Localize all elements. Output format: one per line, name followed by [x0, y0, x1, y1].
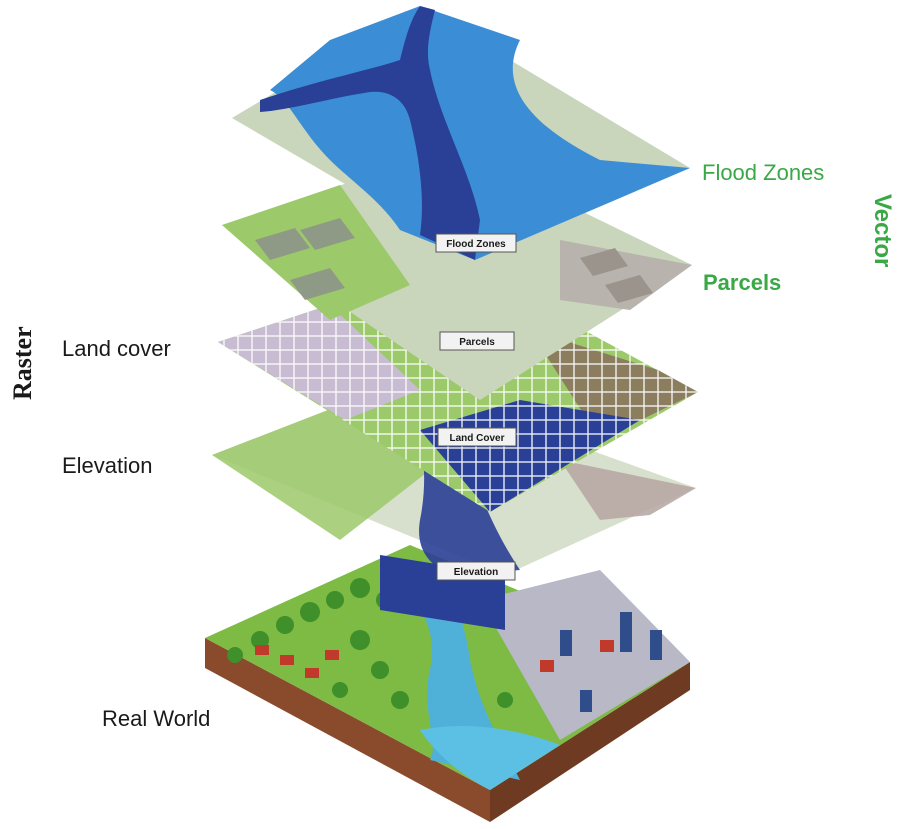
parcels-tag: Parcels	[439, 331, 515, 351]
land-cover-tag-text: Land Cover	[449, 433, 504, 444]
parcels-label: Parcels	[703, 270, 782, 295]
vector-axis-label: Vector	[869, 194, 896, 268]
flood-zones-label: Flood Zones	[702, 160, 825, 185]
elevation-tag: Elevation	[436, 561, 516, 581]
elevation-tag-text: Elevation	[454, 567, 498, 578]
flood-zones-tag-text: Flood Zones	[446, 239, 506, 250]
land-cover-layer: Land Cover	[218, 262, 698, 512]
flood-zones-layer: Flood Zones	[232, 6, 690, 260]
raster-axis-label: Raster	[8, 326, 37, 400]
elevation-label: Elevation	[62, 453, 153, 478]
land-cover-label: Land cover	[62, 336, 171, 361]
real-world-label: Real World	[102, 706, 211, 731]
parcels-tag-text: Parcels	[459, 337, 495, 348]
land-cover-tag: Land Cover	[437, 427, 517, 447]
flood-zones-tag: Flood Zones	[435, 233, 517, 253]
